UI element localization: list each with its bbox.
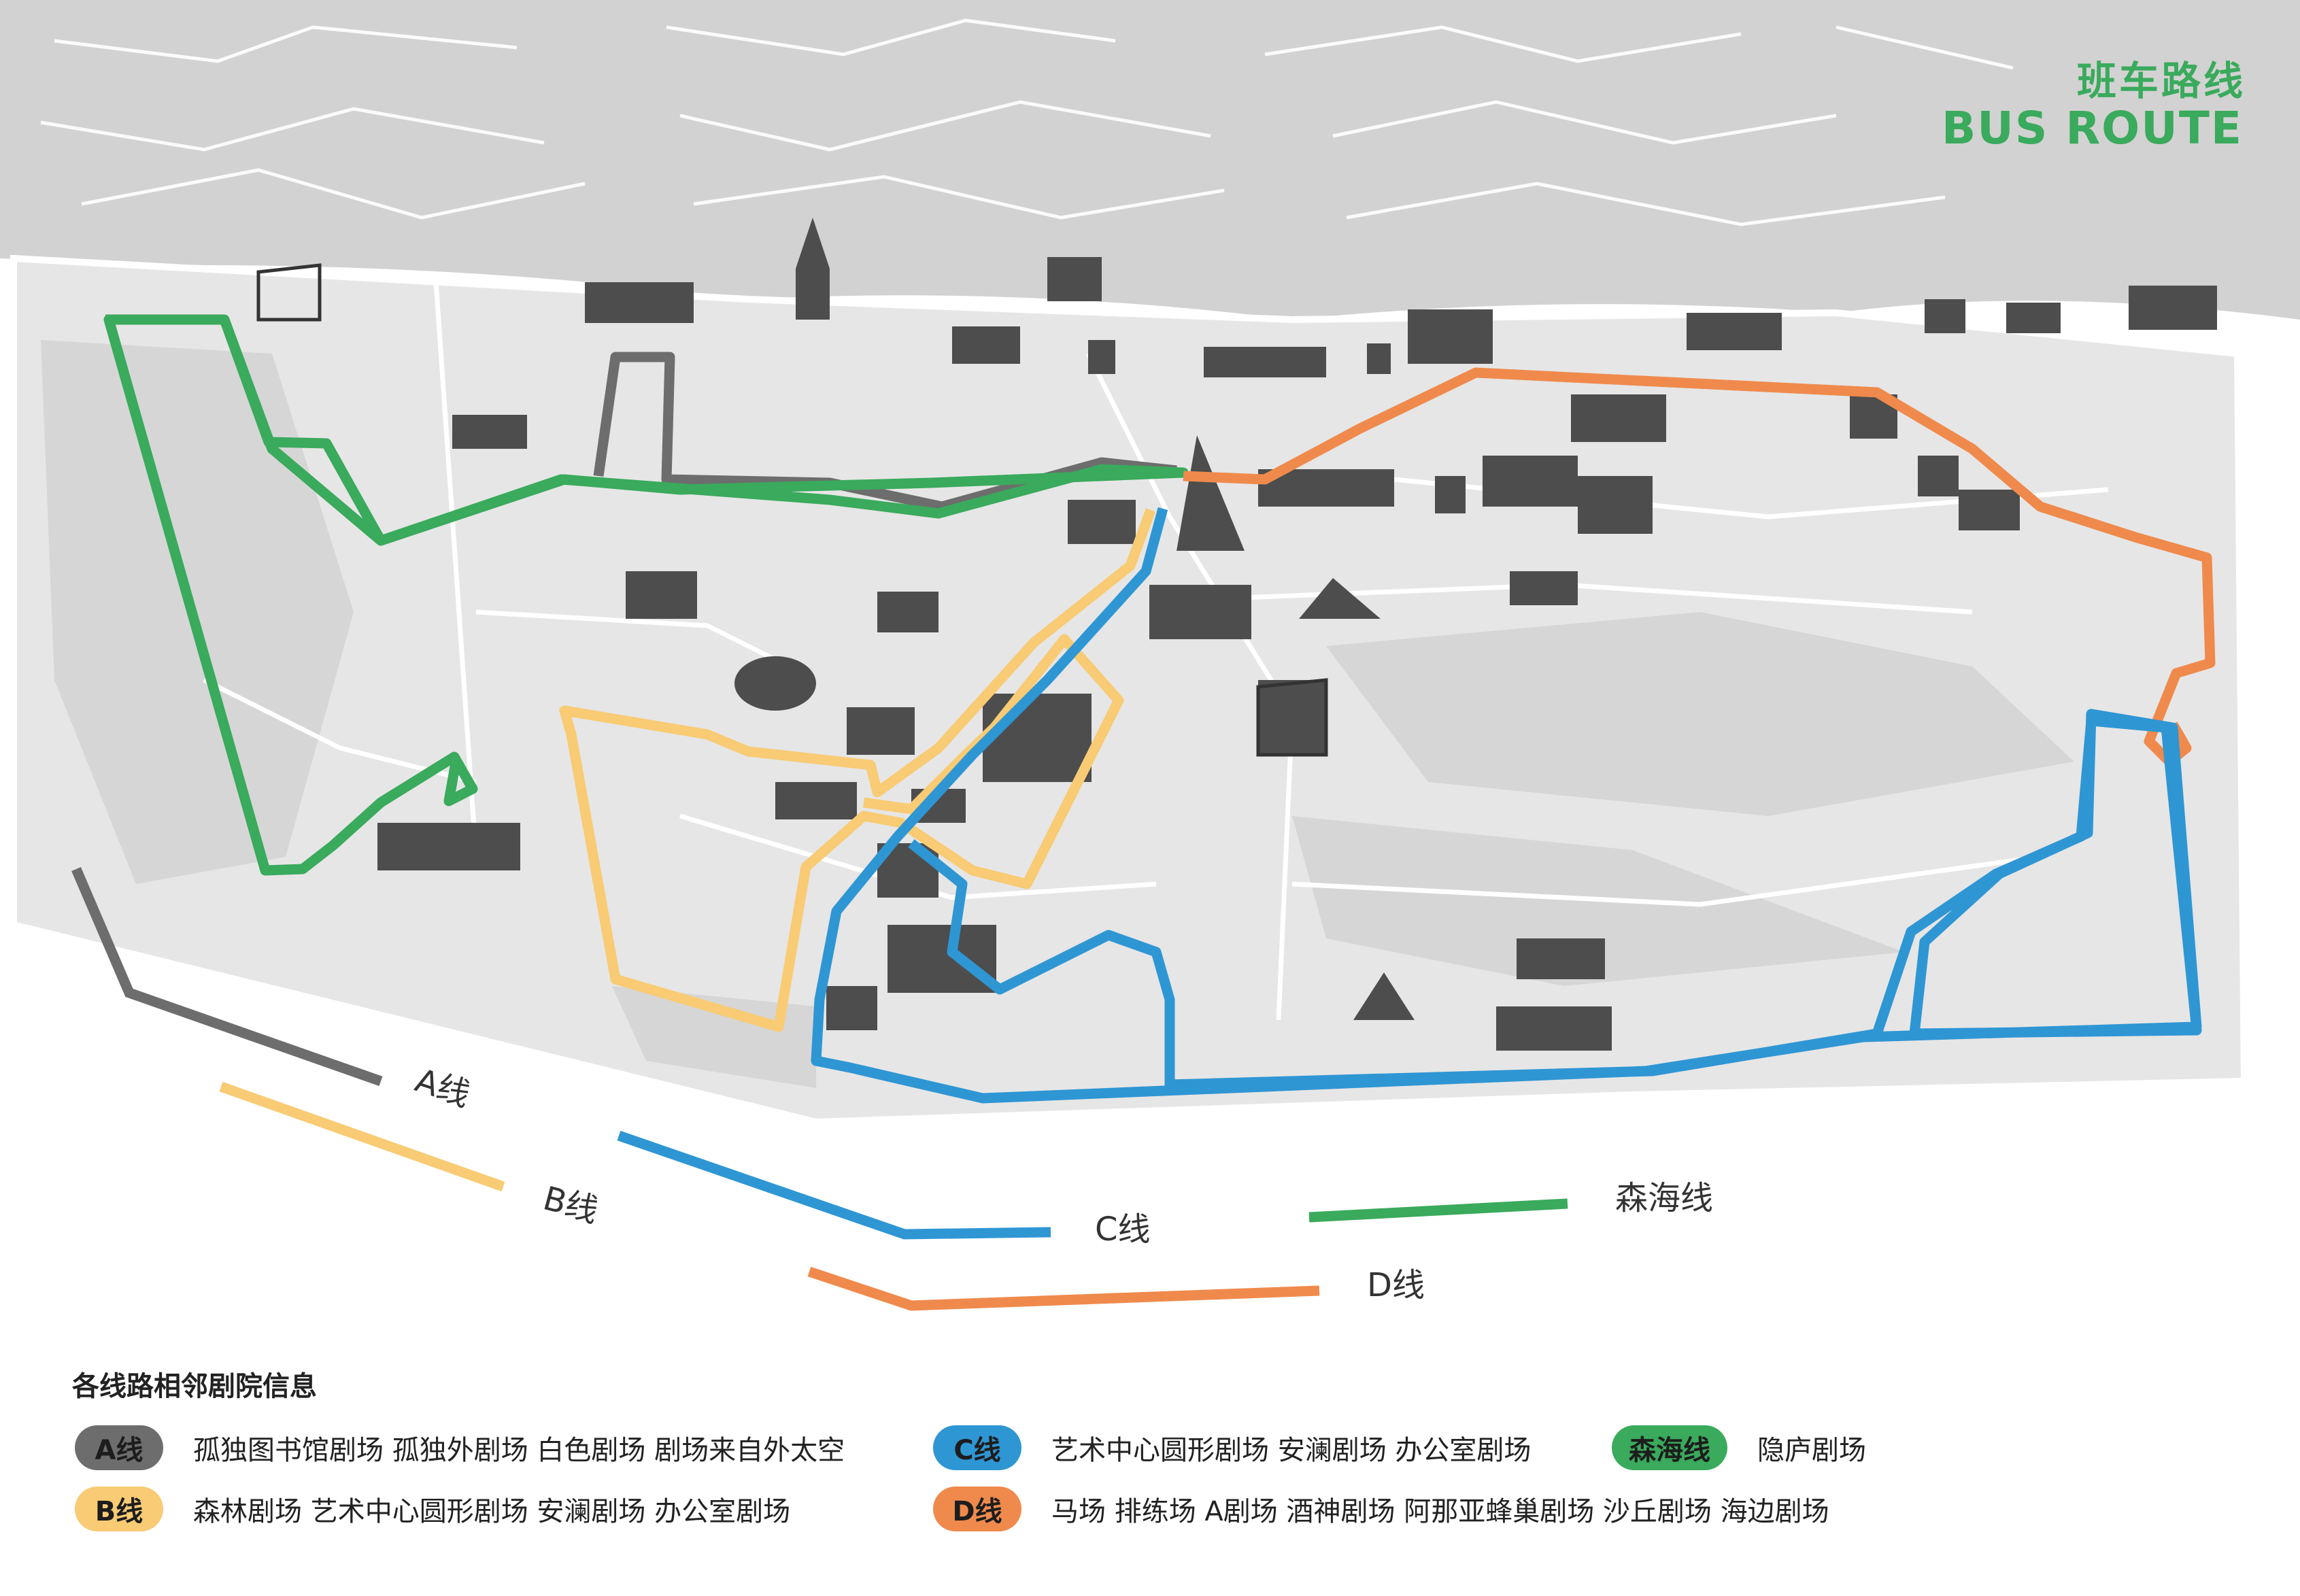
gate-icons bbox=[256, 263, 1328, 757]
legend-line-c bbox=[617, 1130, 1051, 1240]
info-heading: 各线路相邻剧院信息 bbox=[72, 1371, 317, 1402]
wave-lines bbox=[40, 18, 2014, 226]
line-badge-b: B线 bbox=[75, 1487, 163, 1531]
info-row-d: D线 马场 排练场 A剧场 酒神剧场 阿那亚蜂巢剧场 沙丘剧场 海边剧场 bbox=[933, 1487, 1829, 1531]
title-en: BUS ROUTE bbox=[1941, 102, 2243, 154]
theater-list-b: 森林剧场 艺术中心圆形剧场 安澜剧场 办公室剧场 bbox=[193, 1496, 791, 1527]
line-badge-sea: 森海线 bbox=[1612, 1425, 1727, 1470]
route-b bbox=[559, 508, 1156, 1032]
legend-line-a bbox=[71, 867, 383, 1087]
legend-label-d: D线 bbox=[1367, 1266, 1425, 1304]
legend-label-sea: 森海线 bbox=[1615, 1179, 1714, 1217]
legend-line-sea bbox=[1308, 1198, 1568, 1223]
terrain-zones bbox=[41, 340, 2074, 1088]
legend-label-c: C线 bbox=[1095, 1210, 1151, 1249]
route-d bbox=[1183, 367, 2216, 767]
line-badge-d: D线 bbox=[933, 1487, 1021, 1531]
route-sea bbox=[103, 314, 1189, 876]
theater-list-a: 孤独图书馆剧场 孤独外剧场 白色剧场 剧场来自外太空 bbox=[193, 1435, 845, 1466]
info-row-a: A线 孤独图书馆剧场 孤独外剧场 白色剧场 剧场来自外太空 bbox=[75, 1425, 845, 1470]
title-cn: 班车路线 bbox=[2076, 58, 2246, 104]
legend-line-d bbox=[807, 1266, 1320, 1311]
theater-list-d: 马场 排练场 A剧场 酒神剧场 阿那亚蜂巢剧场 沙丘剧场 海边剧场 bbox=[1051, 1496, 1829, 1527]
legend-line-b bbox=[219, 1081, 505, 1192]
info-row-c: C线 艺术中心圆形剧场 安澜剧场 办公室剧场 bbox=[933, 1425, 1531, 1470]
sea-area bbox=[0, 0, 2300, 320]
info-row-b: B线 森林剧场 艺术中心圆形剧场 安澜剧场 办公室剧场 bbox=[75, 1487, 790, 1531]
buildings bbox=[377, 218, 2217, 1051]
info-row-sea: 森海线 隐庐剧场 bbox=[1612, 1425, 1866, 1470]
theater-list-c: 艺术中心圆形剧场 安澜剧场 办公室剧场 bbox=[1051, 1435, 1532, 1466]
theater-list-sea: 隐庐剧场 bbox=[1757, 1435, 1866, 1466]
route-c bbox=[811, 507, 2202, 1104]
line-badge-c: C线 bbox=[933, 1425, 1021, 1470]
line-badge-a: A线 bbox=[75, 1425, 163, 1470]
route-a bbox=[593, 352, 1177, 512]
